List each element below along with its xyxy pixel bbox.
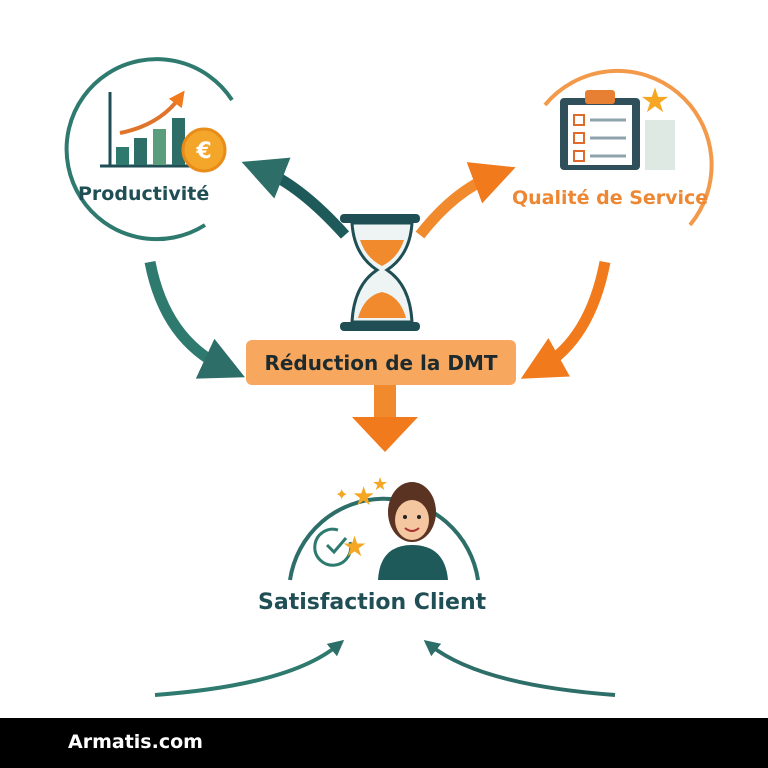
qualite-label: Qualité de Service — [512, 187, 709, 209]
hourglass-icon — [340, 214, 420, 331]
svg-text:✦: ✦ — [335, 485, 348, 504]
growth-chart-icon: € — [100, 90, 227, 173]
satisfaction-ring — [288, 496, 480, 581]
clipboard-checklist-icon: ★ — [560, 81, 675, 170]
svg-text:★: ★ — [352, 482, 375, 512]
satisfaction-label: Satisfaction Client — [258, 590, 487, 615]
arrow-dmt-to-satisfaction — [352, 385, 418, 452]
svg-text:★: ★ — [372, 474, 388, 495]
svg-text:€: € — [195, 139, 211, 164]
arrow-to-qualite — [415, 162, 516, 239]
productivite-label: Productivité — [78, 183, 210, 205]
productivite-ring — [64, 57, 234, 242]
reduction-dmt-box: Réduction de la DMT — [246, 340, 516, 385]
arrow-to-productivite — [241, 157, 350, 239]
brand-link[interactable]: Armatis.com — [68, 731, 203, 753]
arrow-productivite-to-dmt — [144, 260, 245, 379]
svg-text:★: ★ — [342, 530, 367, 563]
arrow-qualite-to-dmt — [520, 260, 611, 379]
happy-customer-icon: ✦ ★ ★ ★ — [313, 474, 448, 580]
qualite-ring — [543, 68, 714, 227]
footer-bar: Armatis.com — [0, 718, 768, 768]
arrow-bottom-right — [423, 640, 616, 697]
svg-text:★: ★ — [640, 81, 670, 121]
arrow-bottom-left — [154, 639, 345, 697]
